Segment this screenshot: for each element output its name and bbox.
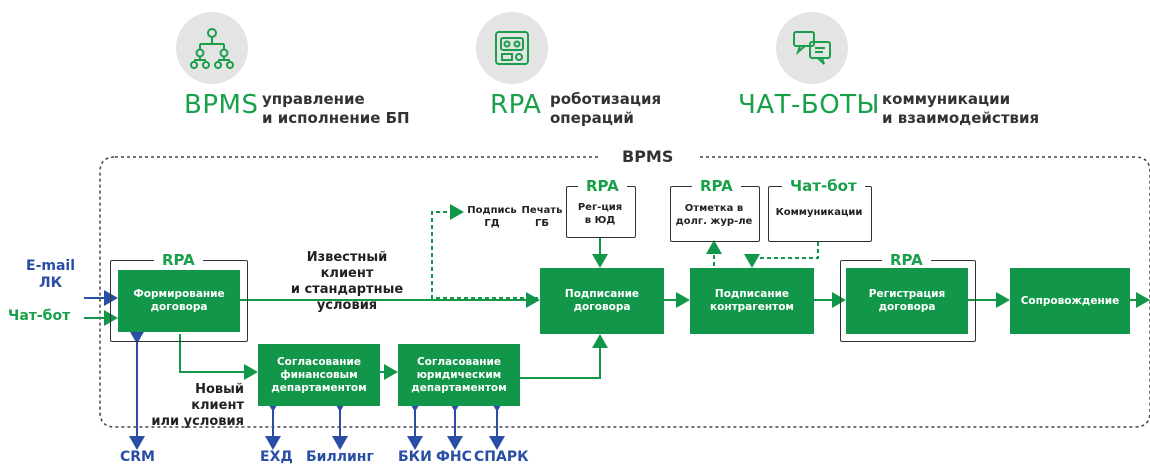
system-billing: Биллинг xyxy=(306,449,374,465)
system-bki: БКИ xyxy=(398,449,432,465)
label-new-client: Новый клиент или условия xyxy=(151,382,244,429)
chatbots-title: ЧАТ-БОТЫ xyxy=(738,90,880,120)
robot-icon xyxy=(495,31,529,65)
box-counterparty-sign[interactable]: Подписание контрагентом xyxy=(690,268,814,334)
chatbots-icon-circle xyxy=(776,12,848,84)
rpa-tag-reg-ud: RPA xyxy=(578,177,627,195)
label-reg-ud: Рег-ция в ЮД xyxy=(577,202,623,226)
system-spark: СПАРК xyxy=(474,449,529,465)
box-fin-approval[interactable]: Согласование финансовым департаментом xyxy=(258,344,380,406)
bpms-title: BPMS xyxy=(184,90,259,120)
rpa-desc: роботизация операций xyxy=(550,90,662,127)
org-chart-icon xyxy=(190,28,234,69)
box-legal-approval[interactable]: Согласование юридическим департаментом xyxy=(398,344,520,406)
box-form-contract[interactable]: Формирование договора xyxy=(118,270,240,332)
label-stamp-gb: Печать ГБ xyxy=(521,205,563,229)
rpa-tag-journal: RPA xyxy=(692,177,741,195)
box-sign-contract[interactable]: Подписание договора xyxy=(540,268,664,334)
bpms-desc: управление и исполнение БП xyxy=(262,90,410,127)
chatbot-tag-comm: Чат-бот xyxy=(782,177,865,195)
bpms-container-label: BPMS xyxy=(612,147,684,166)
bpms-icon-circle xyxy=(176,12,248,84)
chat-bubbles-icon xyxy=(793,31,831,65)
system-ekhd: ЕХД xyxy=(260,449,293,465)
rpa-icon-circle xyxy=(476,12,548,84)
system-fns: ФНС xyxy=(436,449,472,465)
rpa-tag-registration: RPA xyxy=(882,251,931,269)
input-email-lk: E-mail ЛК xyxy=(26,258,76,291)
label-known-client: Известный клиент и стандартные условия xyxy=(290,250,404,313)
label-sign-gd: Подпись ГД xyxy=(467,205,517,229)
rpa-tag-form: RPA xyxy=(154,251,203,269)
label-communications: Коммуникации xyxy=(775,207,863,218)
box-registration[interactable]: Регистрация договора xyxy=(846,268,968,334)
chatbots-desc: коммуникации и взаимодействия xyxy=(882,90,1040,127)
box-support[interactable]: Сопровождение xyxy=(1010,268,1130,334)
system-crm: CRM xyxy=(120,449,155,465)
input-chatbot: Чат-бот xyxy=(8,308,71,324)
rpa-title: RPA xyxy=(490,90,542,120)
label-journal: Отметка в долг. жур-ле xyxy=(675,203,753,227)
